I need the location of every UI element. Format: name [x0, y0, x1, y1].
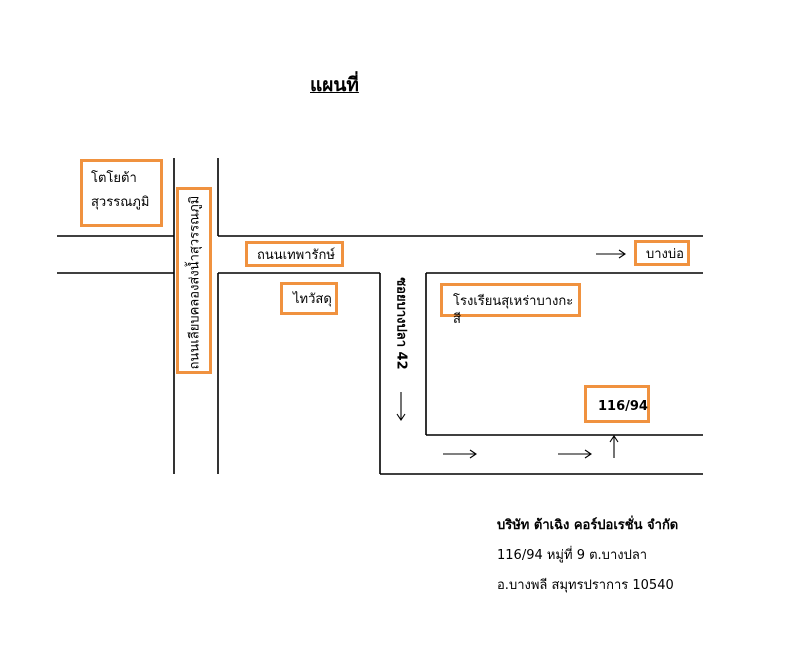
- school-label-box: โรงเรียนสุเหร่าบางกะสี: [440, 283, 581, 327]
- company-address-line-1: 116/94 หมู่ที่ 9 ต.บางปลา: [497, 548, 648, 563]
- soi-label: ซอยบางปลา 42: [393, 277, 409, 370]
- company-name: บริษัท ต้าเฉิง คอร์ปอเรชั่น จำกัด: [497, 518, 679, 533]
- company-address-line-2: อ.บางพลี สมุทรปราการ 10540: [497, 578, 674, 593]
- thepharak-road-label-box: ถนนเทพารักษ์: [245, 241, 344, 267]
- bang-bo-label-box: บางบ่อ: [634, 240, 690, 266]
- thepharak-road-label: ถนนเทพารักษ์: [257, 248, 335, 263]
- side-road-label: ถนนเลียบคลองส่งน้ำสุวรรณภูมิ: [187, 195, 203, 370]
- toyota-label-box: โตโยต้า สุวรรณภูมิ: [80, 159, 163, 227]
- wat-label: ไทวัสดุ: [293, 292, 332, 307]
- wat-label-box: ไทวัสดุ: [280, 282, 338, 315]
- toyota-line-1: โตโยต้า: [91, 171, 137, 186]
- map-title: แผนที่: [310, 74, 359, 96]
- address-marker-label: 116/94: [598, 399, 648, 414]
- school-label: โรงเรียนสุเหร่าบางกะสี: [453, 294, 574, 327]
- side-road-label-box: [176, 187, 212, 374]
- bang-bo-label: บางบ่อ: [646, 247, 684, 262]
- address-marker-box: 116/94: [584, 385, 650, 423]
- toyota-line-2: สุวรรณภูมิ: [91, 195, 150, 210]
- company-info: บริษัท ต้าเฉิง คอร์ปอเรชั่น จำกัด 116/94…: [497, 514, 678, 604]
